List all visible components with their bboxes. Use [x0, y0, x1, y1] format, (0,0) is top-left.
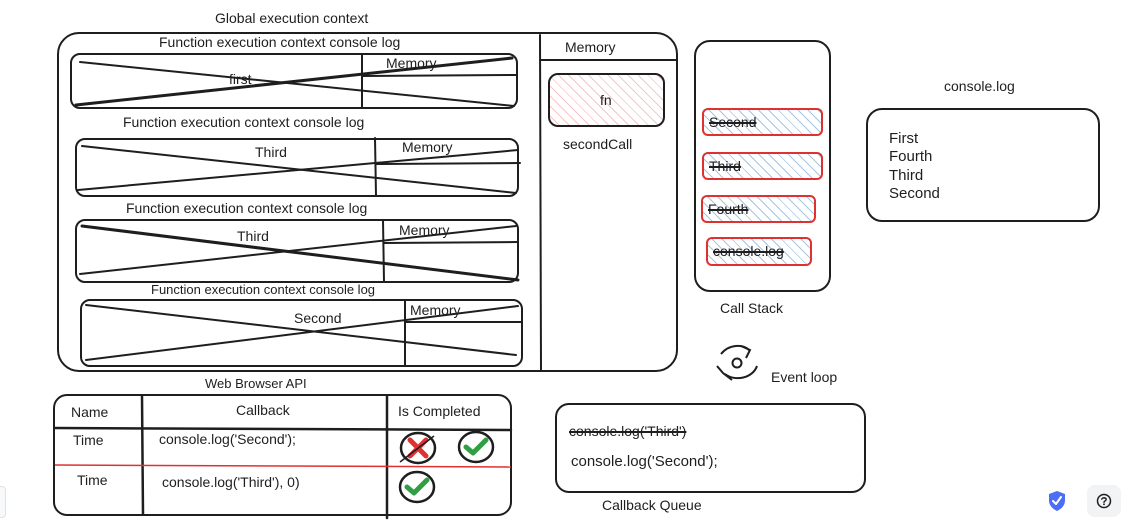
call-stack-item-second: Second: [702, 108, 823, 136]
fec-box-3: [75, 219, 519, 283]
web-api-row-2-callback: console.log('Third'), 0): [162, 474, 300, 490]
fec-memory-3: Memory: [399, 222, 450, 238]
shield-icon[interactable]: [1047, 490, 1067, 512]
event-loop-label: Event loop: [771, 369, 838, 385]
fec-memory-4: Memory: [410, 302, 461, 318]
callback-queue-item-1: console.log('Third'): [569, 423, 687, 439]
web-api-row-2-name: Time: [77, 472, 108, 488]
console-log-line-2: Fourth: [889, 148, 933, 165]
console-log-line-1: First: [889, 130, 919, 147]
fec-title-3: Function execution context console log: [126, 200, 368, 216]
cross-icon: [399, 431, 437, 465]
fec-box-4: [80, 299, 523, 367]
global-memory-caption: secondCall: [563, 136, 633, 152]
call-stack-item-third-label: Third: [709, 158, 741, 174]
check-icon-row-1: [457, 430, 495, 464]
web-api-row-1-name: Time: [73, 432, 104, 448]
console-log-box: [866, 108, 1100, 222]
call-stack-item-fourth-label: Fourth: [708, 201, 749, 217]
help-button[interactable]: [1087, 485, 1121, 517]
fec-function-2: Third: [255, 144, 287, 160]
check-icon-row-2: [398, 470, 436, 504]
help-icon: [1096, 493, 1112, 509]
fec-function-1: first: [229, 71, 252, 87]
fec-memory-2: Memory: [402, 139, 453, 155]
web-api-table: [53, 394, 512, 516]
fec-box-1: [70, 53, 518, 109]
fec-function-3: Third: [237, 228, 269, 244]
fec-title-1: Function execution context console log: [159, 34, 401, 50]
console-log-line-4: Second: [889, 185, 940, 202]
fec-title-4: Function execution context console log: [151, 282, 376, 297]
console-log-title: console.log: [944, 78, 1015, 94]
global-context-title: Global execution context: [215, 10, 369, 26]
call-stack-item-third: Third: [702, 152, 823, 180]
call-stack-caption: Call Stack: [720, 300, 784, 316]
web-api-row-1-callback: console.log('Second');: [159, 431, 296, 447]
callback-queue-item-2: console.log('Second');: [571, 453, 718, 470]
web-api-header-callback: Callback: [236, 402, 290, 418]
call-stack-item-fourth: Fourth: [701, 195, 816, 223]
web-api-header-completed: Is Completed: [398, 403, 481, 419]
call-stack-item-console-log: console.log: [706, 237, 812, 266]
global-memory-fn-box: [548, 73, 665, 127]
callback-queue-box: [555, 403, 866, 493]
fec-memory-1: Memory: [386, 55, 437, 71]
fec-title-2: Function execution context console log: [123, 114, 365, 130]
fec-function-4: Second: [294, 310, 342, 326]
global-context-box: [57, 32, 678, 372]
web-api-title: Web Browser API: [205, 376, 307, 391]
callback-queue-caption: Callback Queue: [602, 497, 702, 513]
console-log-line-3: Third: [889, 167, 924, 184]
global-memory-fn-label: fn: [600, 92, 612, 108]
left-edge-tab[interactable]: [0, 486, 6, 518]
call-stack-box: [694, 40, 831, 292]
event-loop-icon: [716, 344, 758, 381]
web-api-header-name: Name: [71, 404, 109, 420]
call-stack-item-second-label: Second: [709, 114, 757, 130]
call-stack-item-console-log-label: console.log: [713, 243, 784, 259]
global-memory-title: Memory: [565, 39, 616, 55]
